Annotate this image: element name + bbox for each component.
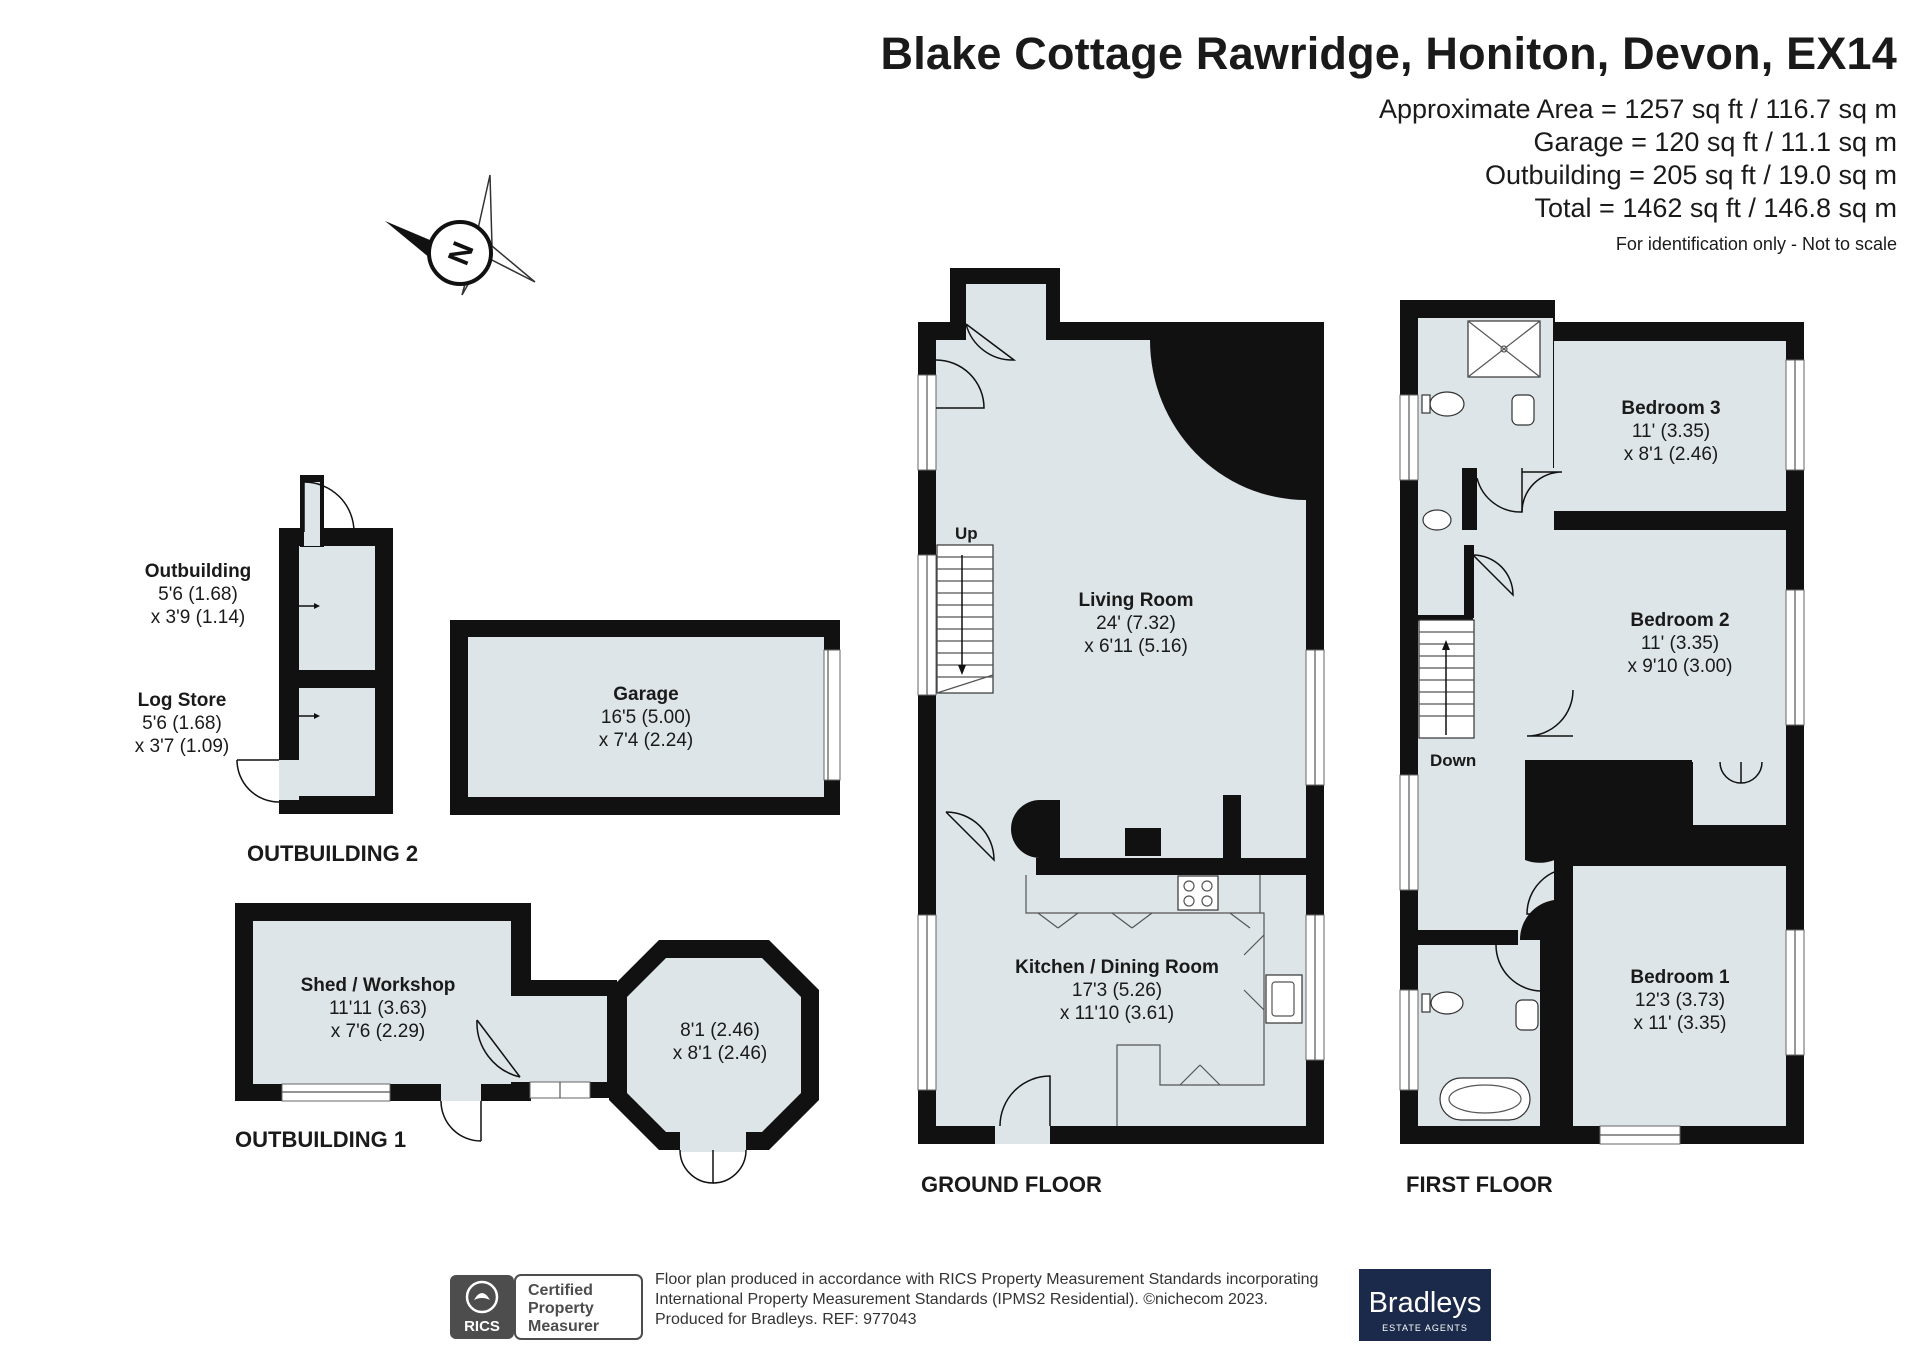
octagon-room: [627, 958, 801, 1132]
bradleys-logo: Bradleys ESTATE AGENTS: [1359, 1269, 1491, 1341]
compass-rose: N: [385, 174, 536, 296]
stairs-down-label: Down: [1430, 751, 1476, 770]
area-outbuilding: Outbuilding = 205 sq ft / 19.0 sq m: [1484, 160, 1897, 190]
property-title: Blake Cottage Rawridge, Honiton, Devon, …: [880, 28, 1897, 79]
hob-icon: [1177, 875, 1219, 911]
bedroom-3: [1554, 341, 1786, 511]
shed-dim1: 11'11 (3.63): [329, 998, 427, 1019]
stairs-up-label: Up: [955, 524, 978, 543]
footer-line-2: International Property Measurement Stand…: [655, 1291, 1268, 1308]
area-garage: Garage = 120 sq ft / 11.1 sq m: [1533, 127, 1897, 157]
shed-dim2: x 7'6 (2.29): [331, 1021, 425, 1042]
basin-icon-3: [1515, 999, 1539, 1031]
log-store-room: [299, 688, 375, 796]
kitchen-name: Kitchen / Dining Room: [1015, 957, 1219, 978]
bedroom-1-dim1: 12'3 (3.73): [1635, 990, 1725, 1011]
outbuilding-dim2: x 3'9 (1.14): [151, 607, 245, 628]
area-total: Total = 1462 sq ft / 146.8 sq m: [1534, 193, 1897, 223]
bedroom-2-name: Bedroom 2: [1630, 610, 1729, 631]
living-room-dim1: 24' (7.32): [1096, 613, 1176, 634]
ground-floor-title: GROUND FLOOR: [921, 1172, 1102, 1197]
certified-line-1: Certified: [528, 1282, 593, 1299]
log-store-dim1: 5'6 (1.68): [142, 713, 222, 734]
bedroom-2-dim2: x 9'10 (3.00): [1627, 656, 1732, 677]
labels: Outbuilding 5'6 (1.68) x 3'9 (1.14) Log …: [135, 398, 1733, 1197]
garage-dim2: x 7'4 (2.24): [599, 730, 693, 751]
basin-icon: [1511, 394, 1535, 426]
kitchen-dim2: x 11'10 (3.61): [1060, 1003, 1174, 1024]
outbuilding-name: Outbuilding: [145, 561, 252, 582]
basin-icon-2: [1422, 509, 1452, 531]
brand-subtitle: ESTATE AGENTS: [1382, 1323, 1468, 1333]
bedroom-3-name: Bedroom 3: [1621, 398, 1720, 419]
first-floor: [1399, 300, 1805, 1145]
bedroom-3-dim2: x 8'1 (2.46): [1624, 444, 1718, 465]
disclaimer: For identification only - Not to scale: [1615, 234, 1897, 254]
rics-logo: RICS Certified Property Measurer: [450, 1274, 643, 1340]
area-approximate: Approximate Area = 1257 sq ft / 116.7 sq…: [1378, 94, 1897, 124]
bedroom-3-dim1: 11' (3.35): [1632, 421, 1710, 442]
bedroom-1: [1573, 866, 1786, 1126]
ground-floor: [917, 268, 1325, 1144]
bedroom-2: [1573, 530, 1786, 762]
rics-badge-text: RICS: [464, 1318, 500, 1335]
kitchen-dim1: 17'3 (5.26): [1072, 980, 1162, 1001]
toilet-icon: [1429, 391, 1465, 417]
log-store-name: Log Store: [138, 690, 227, 711]
bedroom-2-dim1: 11' (3.35): [1641, 633, 1719, 654]
outbuilding-dim1: 5'6 (1.68): [158, 584, 238, 605]
bedroom-1-dim2: x 11' (3.35): [1633, 1013, 1726, 1034]
footer-line-3: Produced for Bradleys. REF: 977043: [655, 1311, 917, 1328]
brand-name: Bradleys: [1369, 1287, 1482, 1319]
footer-text: Floor plan produced in accordance with R…: [655, 1270, 1318, 1330]
certified-line-3: Measurer: [528, 1318, 599, 1335]
octagon-dim2: x 8'1 (2.46): [673, 1043, 767, 1064]
bedroom-1-name: Bedroom 1: [1630, 967, 1730, 988]
garage-dim1: 16'5 (5.00): [601, 707, 691, 728]
outbuilding-2-title: OUTBUILDING 2: [247, 841, 418, 866]
garage-room: [468, 637, 824, 797]
footer-line-1: Floor plan produced in accordance with R…: [655, 1271, 1319, 1288]
garage-name: Garage: [613, 684, 678, 705]
outbuilding-1: [235, 903, 819, 1184]
octagon-dim1: 8'1 (2.46): [680, 1020, 760, 1041]
outbuilding-1-title: OUTBUILDING 1: [235, 1127, 406, 1152]
certified-line-2: Property: [528, 1300, 594, 1317]
toilet-icon-2: [1430, 991, 1464, 1015]
shed-room: [253, 921, 511, 1084]
first-floor-title: FIRST FLOOR: [1406, 1172, 1553, 1197]
rics-crest-icon: [465, 1280, 499, 1314]
outbuilding-2: [236, 475, 393, 814]
living-room-dim2: x 6'11 (5.16): [1084, 636, 1188, 657]
log-store-dim2: x 3'7 (1.09): [135, 736, 229, 757]
outbuilding-room: [299, 546, 375, 670]
bath-icon: [1439, 1077, 1531, 1121]
shed-name: Shed / Workshop: [301, 975, 456, 996]
kitchen-dining-room: [936, 875, 1306, 1126]
living-room-name: Living Room: [1078, 590, 1193, 611]
garage: [450, 620, 841, 815]
